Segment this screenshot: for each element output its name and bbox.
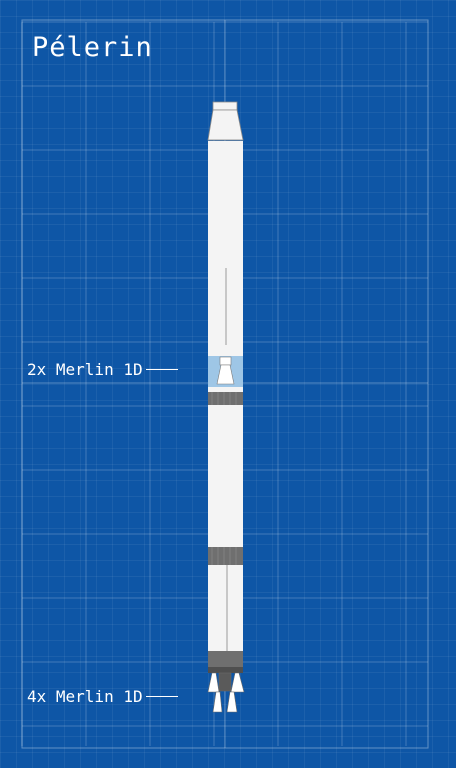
- first-stage-band: [208, 547, 243, 565]
- payload-fairing: [207, 109, 244, 141]
- upper-stage-engine-label: 2x Merlin 1D: [27, 359, 143, 379]
- interstage-ring: [208, 392, 243, 405]
- upper-stage-leader-line: [145, 368, 178, 370]
- fairing-tip: [212, 101, 238, 111]
- first-stage-callout: 4x Merlin 1D: [27, 686, 178, 706]
- first-stage-lower: [208, 565, 243, 651]
- upper-stage-engines: [216, 356, 235, 385]
- first-stage-leader-line: [145, 695, 178, 697]
- engine-section: [208, 651, 243, 667]
- first-stage-engines: [207, 672, 245, 713]
- upper-stage-callout: 2x Merlin 1D: [27, 359, 178, 379]
- first-stage-body: [208, 405, 243, 547]
- first-stage-engine-label: 4x Merlin 1D: [27, 686, 143, 706]
- vehicle-name: Pélerin: [32, 32, 153, 63]
- separation-band: [208, 387, 243, 392]
